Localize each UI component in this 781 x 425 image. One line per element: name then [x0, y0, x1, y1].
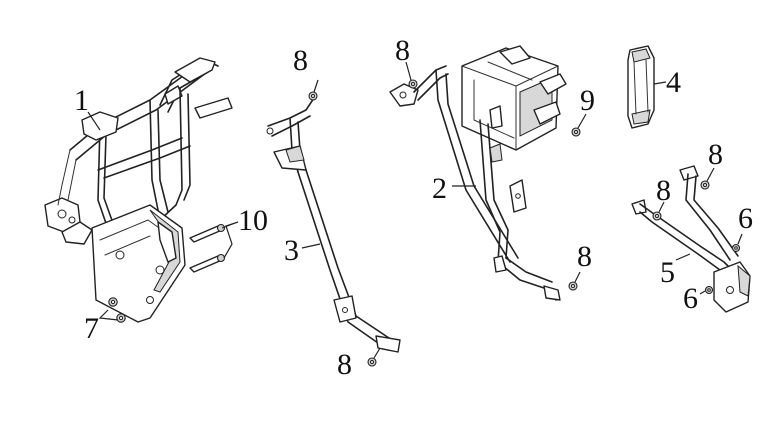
callout-8-part3-top: 8	[293, 44, 308, 77]
part-8-nut-d	[568, 281, 578, 291]
callout-10: 10	[238, 204, 268, 237]
part-6-nut-a	[731, 243, 741, 253]
callout-8-part3-bottom: 8	[337, 348, 352, 381]
leader-8d	[574, 271, 581, 283]
part-1-main-frame	[44, 57, 233, 323]
callout-6-lower: 6	[683, 282, 698, 315]
leader-5	[675, 253, 691, 261]
part-8-nut-e	[700, 180, 710, 190]
callout-8-part5-left: 8	[656, 174, 671, 207]
callout-4: 4	[666, 66, 681, 99]
leader-9	[577, 113, 587, 129]
part-10-bolts	[189, 223, 226, 273]
leader-8f	[658, 201, 665, 213]
callout-6-upper: 6	[738, 202, 753, 235]
leader-3	[301, 243, 321, 249]
callout-8-part2-bottom: 8	[577, 240, 592, 273]
part-2-battery-carrier	[389, 45, 567, 301]
part-4-strap	[627, 45, 655, 129]
callout-5: 5	[660, 256, 675, 289]
callout-8-part2-top: 8	[395, 34, 410, 67]
part-7-nuts	[108, 297, 126, 323]
callout-2: 2	[432, 172, 447, 205]
leader-7	[98, 309, 119, 321]
callout-8-part5-top: 8	[708, 138, 723, 171]
leader-10	[221, 221, 239, 259]
callout-9: 9	[580, 84, 595, 117]
leader-8a	[313, 79, 319, 93]
leader-6b	[699, 290, 706, 295]
part-9-nut	[571, 127, 581, 137]
part-8-nut-b	[367, 357, 377, 367]
part-8-nut-f	[652, 211, 662, 221]
part-6-nut-b	[704, 285, 714, 295]
leader-8e	[706, 167, 715, 182]
callout-7: 7	[84, 312, 99, 345]
part-8-nut-a	[308, 91, 318, 101]
leader-6a	[737, 233, 743, 245]
callout-3: 3	[284, 234, 299, 267]
leader-8b	[373, 347, 381, 359]
part-8-nut-c	[408, 79, 418, 89]
leader-8c	[405, 61, 412, 81]
callout-1: 1	[74, 84, 89, 117]
part-5-rear-bracket	[631, 165, 751, 313]
part-3-support-bar	[266, 97, 401, 353]
leader-4	[653, 81, 667, 85]
leader-1	[87, 111, 101, 131]
